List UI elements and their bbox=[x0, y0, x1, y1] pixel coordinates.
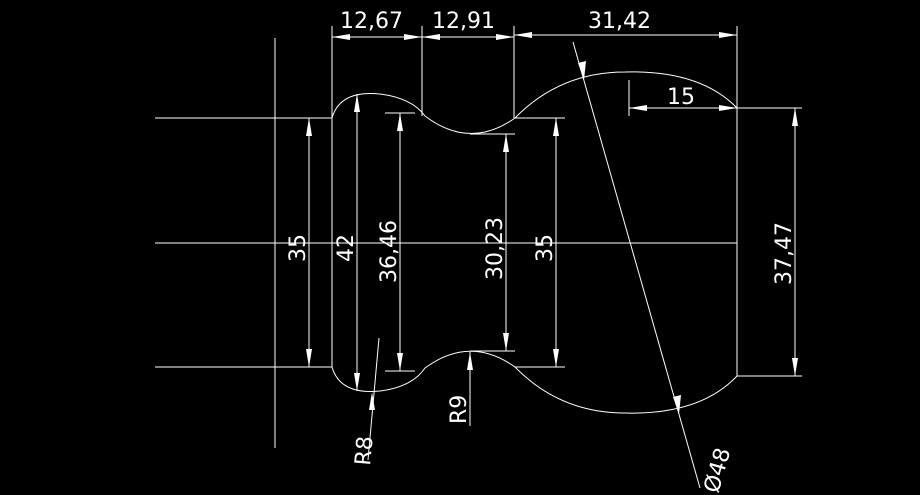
arrowhead bbox=[792, 358, 798, 376]
arrowhead bbox=[503, 134, 509, 152]
profile-bottom-curve bbox=[331, 350, 738, 414]
arrowhead bbox=[306, 118, 312, 136]
arrowhead bbox=[792, 108, 798, 126]
dim-text-12-91: 12,91 bbox=[432, 9, 495, 34]
arrowhead bbox=[553, 118, 559, 136]
dim-text-35-left: 35 bbox=[286, 234, 311, 262]
dim-text-36-46: 36,46 bbox=[377, 220, 402, 283]
arrowhead bbox=[719, 105, 737, 111]
arrowhead bbox=[578, 61, 586, 80]
arrowhead bbox=[467, 352, 473, 370]
dim-text-37-47: 37,47 bbox=[772, 222, 797, 285]
part-outline bbox=[155, 71, 738, 414]
dim-text-15: 15 bbox=[667, 85, 695, 110]
arrowhead bbox=[397, 113, 403, 131]
arrowhead bbox=[397, 353, 403, 371]
arrowhead bbox=[354, 373, 360, 391]
dim-text-35-right: 35 bbox=[533, 234, 558, 262]
arrowhead bbox=[553, 349, 559, 367]
arrowhead bbox=[629, 105, 647, 111]
dim-text-r8: R8 bbox=[351, 435, 378, 466]
arrowhead bbox=[673, 395, 681, 414]
dim-text-30-23: 30,23 bbox=[483, 217, 508, 280]
dim-text-31-42: 31,42 bbox=[588, 9, 651, 34]
dim-text-42: 42 bbox=[334, 234, 359, 262]
arrowhead bbox=[496, 34, 514, 40]
dimension-texts: 12,67 12,91 31,42 15 35 42 36,46 30,23 3… bbox=[286, 9, 797, 495]
leader-d48 bbox=[572, 41, 701, 489]
arrowhead bbox=[369, 392, 375, 410]
leader-r8 bbox=[367, 337, 380, 461]
arrowhead bbox=[404, 34, 422, 40]
dim-text-12-67: 12,67 bbox=[340, 9, 403, 34]
arrowhead bbox=[332, 34, 350, 40]
arrowhead bbox=[719, 32, 737, 38]
arrowhead bbox=[306, 349, 312, 367]
arrowhead bbox=[354, 94, 360, 112]
arrowhead bbox=[422, 34, 440, 40]
dim-text-d48: Ø48 bbox=[700, 445, 737, 495]
arrowhead bbox=[514, 32, 532, 38]
dimension-lines bbox=[306, 32, 798, 489]
arrowhead bbox=[503, 333, 509, 351]
profile-top-curve bbox=[331, 71, 738, 134]
dim-text-r9: R9 bbox=[447, 395, 472, 424]
